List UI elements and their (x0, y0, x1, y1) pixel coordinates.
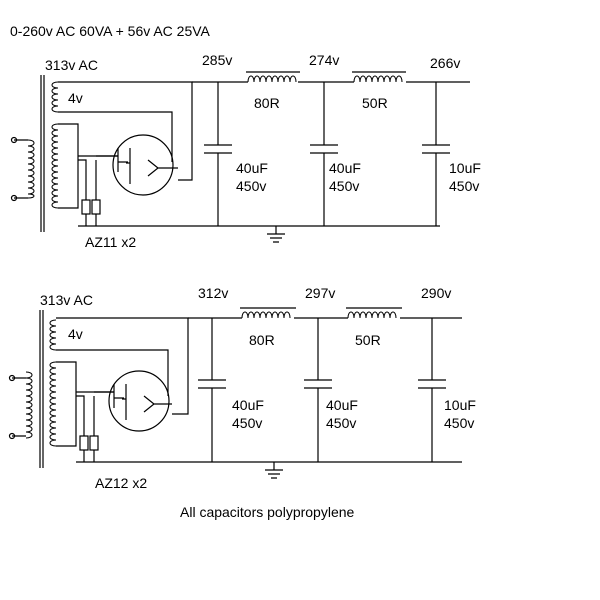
choke-1 (246, 71, 300, 83)
rectifier-label: AZ11 x2 (85, 234, 136, 250)
choke-2-label: 50R (355, 332, 381, 348)
circuit-2: 313v AC 4v AZ12 x2 312v 297v 290v 80R 50… (8, 285, 476, 491)
choke-1 (240, 307, 296, 319)
secondary-voltage-label: 313v AC (45, 57, 98, 73)
heater-voltage-label: 4v (68, 90, 83, 106)
cap-3-value: 10uF (449, 160, 481, 176)
node-voltage-3: 266v (430, 55, 460, 71)
circuit-1: 313v AC 4v AZ11 x2 285v 274v 266v 80R 50… (10, 52, 481, 250)
cap-1-value: 40uF (232, 397, 264, 413)
ground-symbol (265, 462, 283, 479)
choke-1-label: 80R (249, 332, 275, 348)
rectifier-tube (108, 370, 172, 432)
footer-note: All capacitors polypropylene (180, 504, 355, 520)
capacitor-3 (422, 82, 450, 226)
node-voltage-2: 274v (309, 52, 339, 68)
transformer (8, 310, 57, 468)
cap-1-value: 40uF (236, 160, 268, 176)
choke-2 (346, 307, 402, 319)
cap-2-value: 40uF (326, 397, 358, 413)
transformer (10, 75, 59, 232)
cap-1-rating: 450v (232, 415, 262, 431)
capacitor-3 (418, 318, 446, 462)
cap-3-rating: 450v (449, 178, 479, 194)
capacitor-1 (204, 82, 232, 226)
cap-2-rating: 450v (329, 178, 359, 194)
node-voltage-1: 312v (198, 285, 228, 301)
cap-2-rating: 450v (326, 415, 356, 431)
secondary-voltage-label: 313v AC (40, 292, 93, 308)
header-text: 0-260v AC 60VA + 56v AC 25VA (10, 23, 211, 39)
cap-3-rating: 450v (444, 415, 474, 431)
capacitor-2 (310, 82, 338, 226)
node-voltage-1: 285v (202, 52, 232, 68)
rectifier-label: AZ12 x2 (95, 475, 147, 491)
node-voltage-3: 290v (421, 285, 451, 301)
ground-symbol (267, 226, 285, 243)
capacitor-1 (198, 318, 226, 462)
cap-1-rating: 450v (236, 178, 266, 194)
cap-3-value: 10uF (444, 397, 476, 413)
choke-2 (352, 71, 406, 83)
cap-2-value: 40uF (329, 160, 361, 176)
heater-voltage-label: 4v (68, 326, 83, 342)
node-voltage-2: 297v (305, 285, 335, 301)
choke-2-label: 50R (362, 95, 388, 111)
rectifier-tube (112, 134, 178, 196)
choke-1-label: 80R (254, 95, 280, 111)
capacitor-2 (304, 318, 332, 462)
